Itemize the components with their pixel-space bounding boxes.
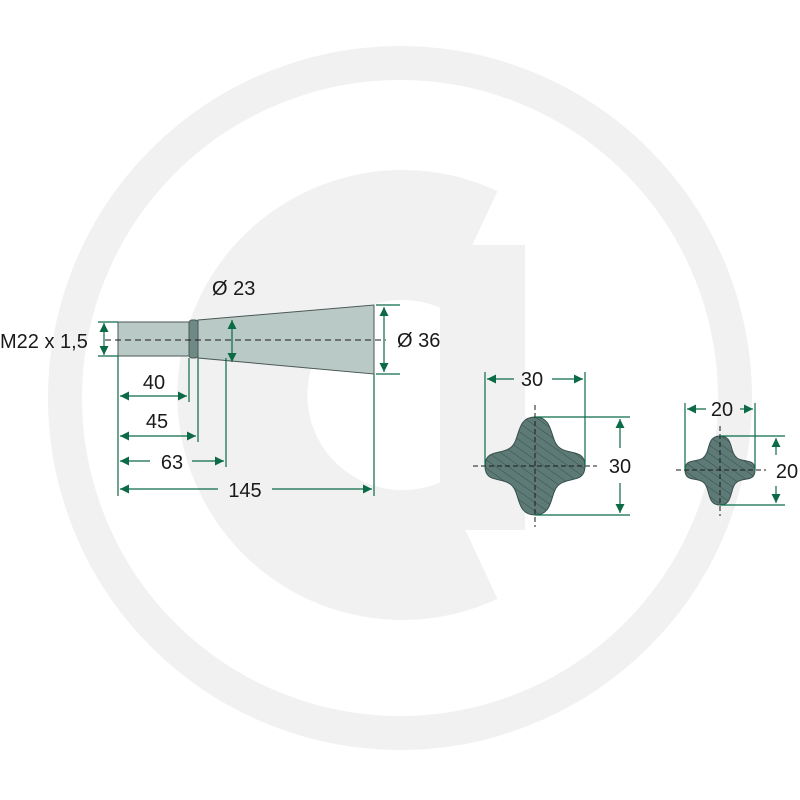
cross-section-large-dimensions [484,372,630,516]
pin-side-view [105,304,386,375]
pin-dimensions [98,304,400,496]
brand-logo-watermark [48,46,752,750]
length-45-label: 45 [146,411,168,433]
section-small-height-label: 20 [776,461,798,483]
thread-label: M22 x 1,5 [0,331,88,353]
groove-ring [188,319,199,359]
diameter-23-label: Ø 23 [212,278,255,300]
section-small-width-label: 20 [711,399,733,421]
thread-section [117,321,191,357]
diameter-36-label: Ø 36 [397,330,440,352]
length-145-label: 145 [228,480,261,502]
cross-section-small-dimensions [684,403,785,506]
length-40-label: 40 [143,372,165,394]
cross-section-small [676,426,766,516]
section-large-width-label: 30 [521,369,543,391]
length-63-label: 63 [161,452,183,474]
section-large-height-label: 30 [609,456,631,478]
